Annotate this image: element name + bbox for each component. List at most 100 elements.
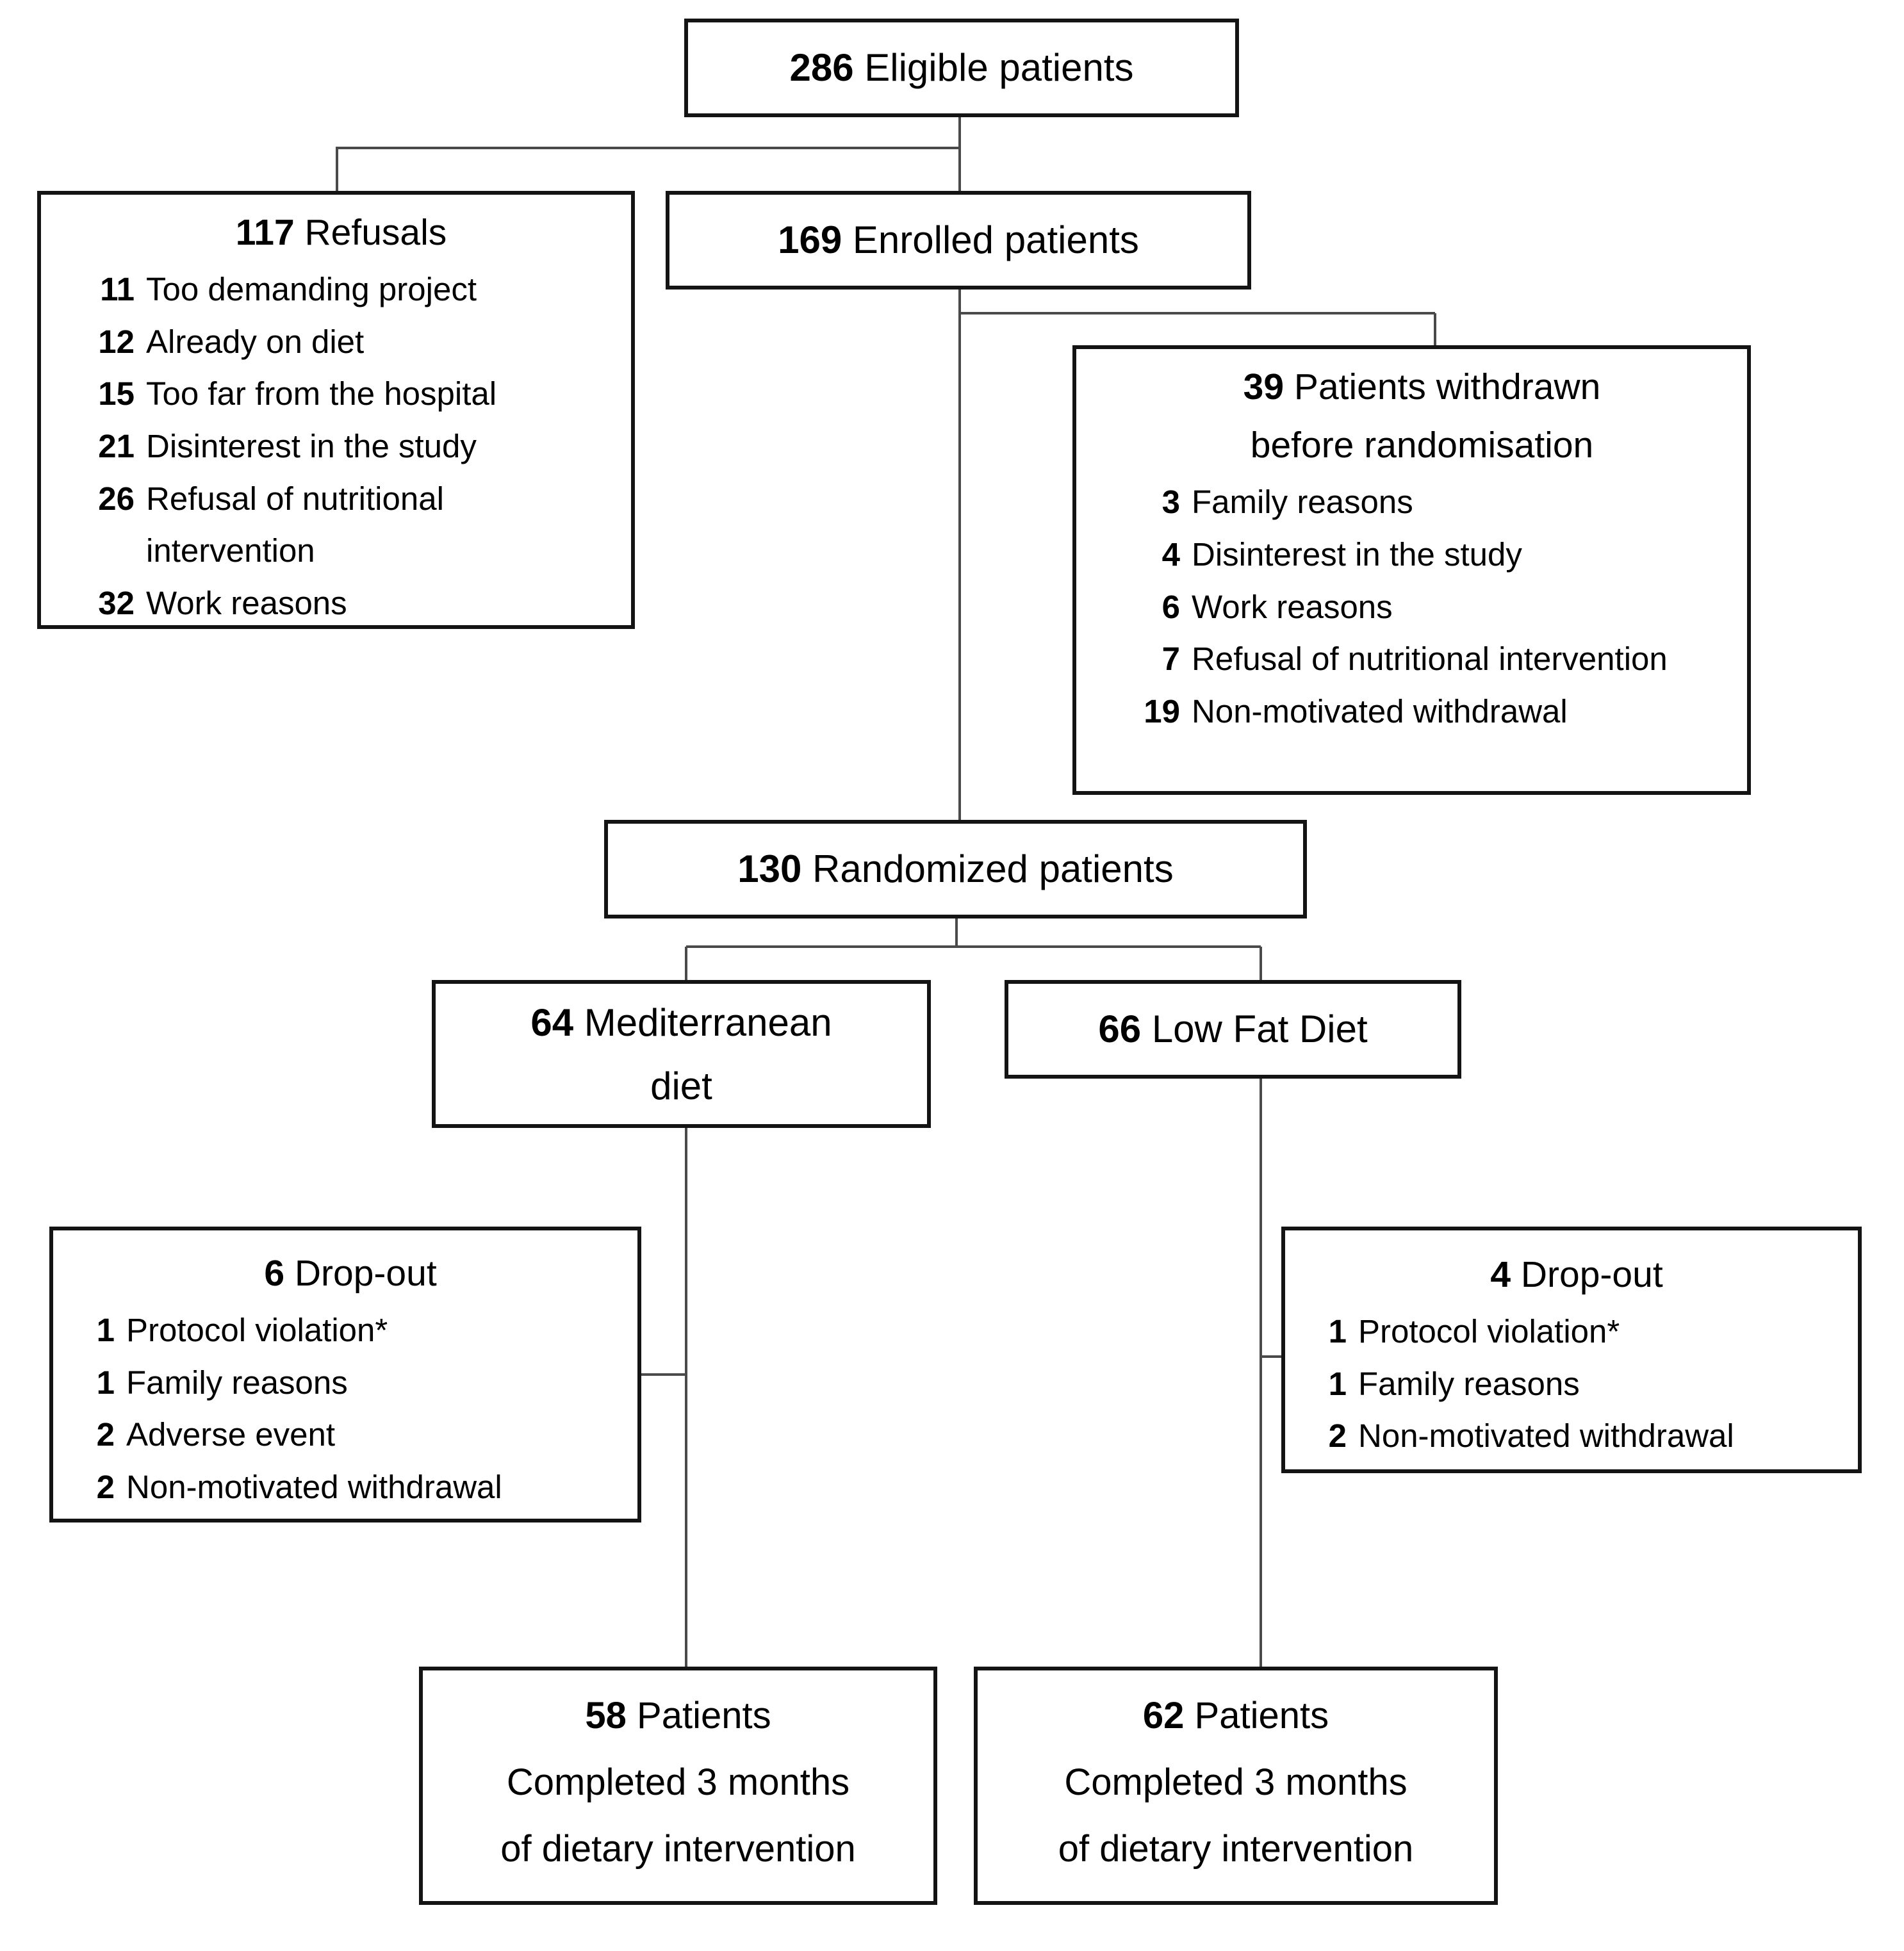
box-withdrawn-before-randomisation: 39 Patients withdrawn before randomisatio… [1072, 345, 1751, 795]
completed-med-line2: Completed 3 months [506, 1761, 850, 1804]
reason-count: 1 [1328, 1365, 1347, 1402]
dropout-med-count: 6 [264, 1253, 285, 1294]
reason-count: 26 [98, 480, 135, 517]
reason-text: Family reasons [1358, 1365, 1580, 1402]
reason-text: Non-motivated withdrawal [126, 1468, 502, 1505]
reason-text: Refusal of nutritional intervention [1192, 641, 1668, 678]
withdrawn-reason-row: 19 Non-motivated withdrawal [1112, 685, 1732, 738]
box-mediterranean-diet: 64 Mediterranean diet [432, 980, 931, 1128]
dropout-reason-row: 2 Non-motivated withdrawal [79, 1461, 622, 1514]
refusals-title: 117 Refusals [67, 204, 616, 262]
dropout-lf-title: 4 Drop-out [1311, 1246, 1842, 1304]
reason-count: 2 [96, 1468, 115, 1505]
completed-lf-count: 62 [1142, 1695, 1185, 1737]
mediterranean-diet-text: 64 Mediterranean diet [530, 991, 832, 1118]
randomized-label: Randomized patients [812, 847, 1174, 890]
med-diet-label-line1: Mediterranean [584, 1000, 832, 1044]
reason-text: Non-motivated withdrawal [1358, 1417, 1734, 1455]
completed-med-line3: of dietary intervention [500, 1827, 856, 1870]
reason-count: 6 [1161, 588, 1180, 625]
reason-count: 19 [1144, 692, 1180, 730]
withdrawn-reason-row: 6 Work reasons [1112, 581, 1732, 633]
completed-lf-headline: 62 Patients [1143, 1686, 1329, 1746]
reason-count: 1 [1328, 1313, 1347, 1350]
box-enrolled-patients: 169 Enrolled patients [666, 191, 1251, 290]
withdrawn-reason-row: 7 Refusal of nutritional intervention [1112, 633, 1732, 685]
completed-med-label: Patients [637, 1695, 771, 1737]
dropout-reason-row: 1 Protocol violation* [1311, 1305, 1842, 1358]
withdrawn-title: 39 Patients withdrawn before randomisatio… [1112, 358, 1732, 475]
reason-text: Refusal of nutritional intervention [146, 480, 444, 569]
reason-count: 1 [96, 1364, 115, 1401]
dropout-reason-row: 1 Family reasons [79, 1357, 622, 1409]
dropout-reason-row: 1 Family reasons [1311, 1358, 1842, 1410]
reason-text: Disinterest in the study [1192, 535, 1522, 573]
reason-count: 32 [98, 584, 135, 621]
refusal-reason-row: 26 Refusal of nutritional intervention [67, 473, 616, 577]
withdrawn-count: 39 [1243, 366, 1284, 407]
reason-count: 12 [98, 323, 135, 360]
reason-count: 3 [1161, 484, 1180, 521]
randomized-count: 130 [737, 847, 802, 890]
eligible-count: 286 [789, 46, 854, 89]
reason-text: Too far from the hospital [146, 375, 497, 412]
dropout-reason-row: 1 Protocol violation* [79, 1304, 622, 1357]
completed-lf-line2: Completed 3 months [1064, 1761, 1407, 1804]
reason-text: Already on diet [146, 323, 365, 360]
reason-text: Work reasons [1192, 588, 1393, 625]
reason-text: Family reasons [1192, 484, 1413, 521]
eligible-patients-text: 286 Eligible patients [789, 37, 1133, 99]
med-diet-count: 64 [530, 1000, 574, 1044]
low-fat-diet-text: 66 Low Fat Diet [1098, 999, 1367, 1060]
reason-count: 21 [98, 427, 135, 464]
refusal-reason-row: 21 Disinterest in the study [67, 420, 616, 473]
refusals-label: Refusals [304, 212, 447, 253]
reason-text: Protocol violation* [126, 1312, 388, 1349]
randomized-patients-text: 130 Randomized patients [737, 838, 1173, 900]
reason-text: Protocol violation* [1358, 1313, 1620, 1350]
completed-lf-line3: of dietary intervention [1058, 1827, 1414, 1870]
dropout-lf-count: 4 [1490, 1254, 1511, 1295]
dropout-lf-label: Drop-out [1520, 1254, 1663, 1295]
box-low-fat-diet: 66 Low Fat Diet [1005, 980, 1461, 1079]
dropout-med-title: 6 Drop-out [79, 1245, 622, 1303]
reason-text: Too demanding project [146, 271, 477, 308]
reason-text: Non-motivated withdrawal [1192, 692, 1568, 730]
reason-text: Work reasons [146, 584, 347, 621]
withdrawn-reason-row: 4 Disinterest in the study [1112, 528, 1732, 581]
reason-count: 4 [1161, 535, 1180, 573]
refusals-count: 117 [235, 212, 295, 253]
reason-text: Disinterest in the study [146, 427, 477, 464]
reason-count: 2 [1328, 1417, 1347, 1455]
box-refusals: 117 Refusals 11 Too demanding project 12 A… [37, 191, 635, 629]
refusal-reason-row: 15 Too far from the hospital [67, 368, 616, 420]
reason-count: 15 [98, 375, 135, 412]
enrolled-label: Enrolled patients [852, 218, 1139, 261]
box-randomized-patients: 130 Randomized patients [604, 820, 1307, 918]
withdrawn-reason-row: 3 Family reasons [1112, 476, 1732, 528]
reason-count: 11 [100, 271, 135, 308]
reason-count: 1 [96, 1312, 115, 1349]
reason-text: Family reasons [126, 1364, 348, 1401]
refusal-reason-row: 12 Already on diet [67, 316, 616, 368]
low-fat-count: 66 [1098, 1008, 1142, 1050]
box-completed-low-fat: 62 Patients Completed 3 months of dietar… [974, 1667, 1498, 1905]
completed-med-count: 58 [585, 1695, 627, 1737]
withdrawn-label-line2: before randomisation [1250, 425, 1594, 466]
withdrawn-label-line1: Patients withdrawn [1293, 366, 1601, 407]
enrolled-patients-text: 169 Enrolled patients [778, 209, 1139, 271]
dropout-med-label: Drop-out [294, 1253, 437, 1294]
completed-lf-label: Patients [1194, 1695, 1329, 1737]
box-completed-mediterranean: 58 Patients Completed 3 months of dietar… [419, 1667, 937, 1905]
enrolled-count: 169 [778, 218, 842, 261]
box-eligible-patients: 286 Eligible patients [684, 19, 1239, 117]
reason-count: 7 [1161, 641, 1180, 678]
med-diet-label-line2: diet [650, 1064, 712, 1107]
low-fat-label: Low Fat Diet [1151, 1008, 1368, 1050]
refusal-reason-row: 32 Work reasons [67, 577, 616, 630]
dropout-reason-row: 2 Non-motivated withdrawal [1311, 1410, 1842, 1462]
